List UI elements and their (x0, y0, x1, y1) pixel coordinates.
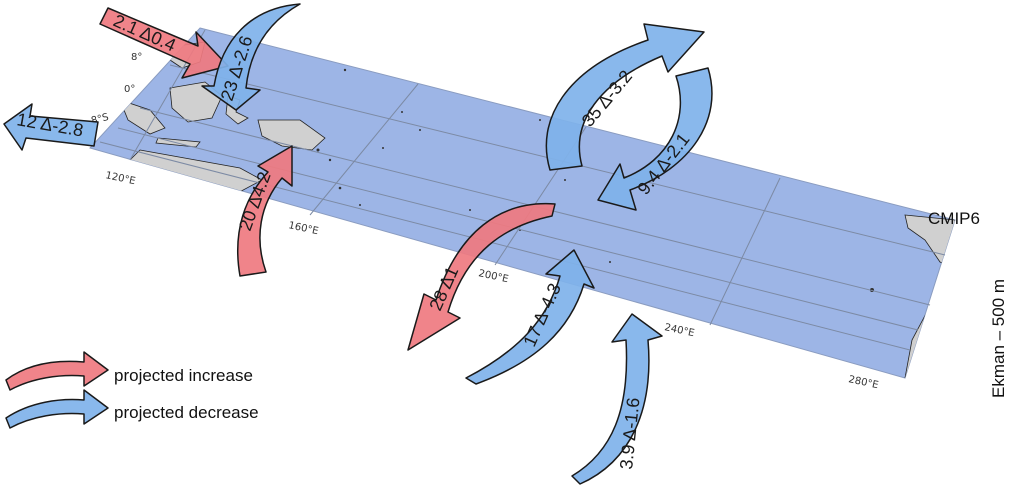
legend: projected increase projected decrease (5, 351, 259, 429)
legend-increase: projected increase (5, 351, 253, 391)
model-label: CMIP6 (928, 209, 980, 228)
legend-decrease: projected decrease (5, 389, 259, 429)
lon-label-160e: 160°E (287, 220, 319, 237)
legend-decrease-arrow (5, 389, 109, 429)
flow-arrow-12: 12 Δ-2.8 (3, 103, 99, 151)
legend-increase-arrow (5, 351, 109, 391)
borneo-land (169, 81, 223, 123)
lat-label-8n: 8° (131, 52, 142, 63)
lon-label-200e: 200°E (477, 268, 509, 285)
sumatra-land (119, 99, 166, 135)
flow-arrows: 2.1 Δ0.4 23 Δ-2.6 12 Δ-2.8 20 Δ4.2 35 Δ-… (3, 3, 713, 485)
flow-arrow-23: 23 Δ-2.6 (201, 3, 301, 111)
legend-increase-label: projected increase (114, 366, 253, 385)
lat-label-0: 0° (124, 84, 135, 95)
new-guinea-land (257, 119, 326, 151)
flow-label-3-9: 3.9 Δ-1.6 (616, 397, 643, 471)
flow-label-2-1: 2.1 Δ0.4 (110, 10, 179, 55)
legend-decrease-label: projected decrease (114, 403, 259, 422)
pacific-islands (316, 68, 874, 292)
flow-arrow-3-9: 3.9 Δ-1.6 (571, 313, 663, 485)
lon-label-280e: 280°E (847, 374, 879, 391)
lon-label-240e: 240°E (663, 322, 695, 339)
lon-label-120e: 120°E (104, 170, 136, 187)
layer-label: Ekman – 500 m (989, 279, 1008, 398)
